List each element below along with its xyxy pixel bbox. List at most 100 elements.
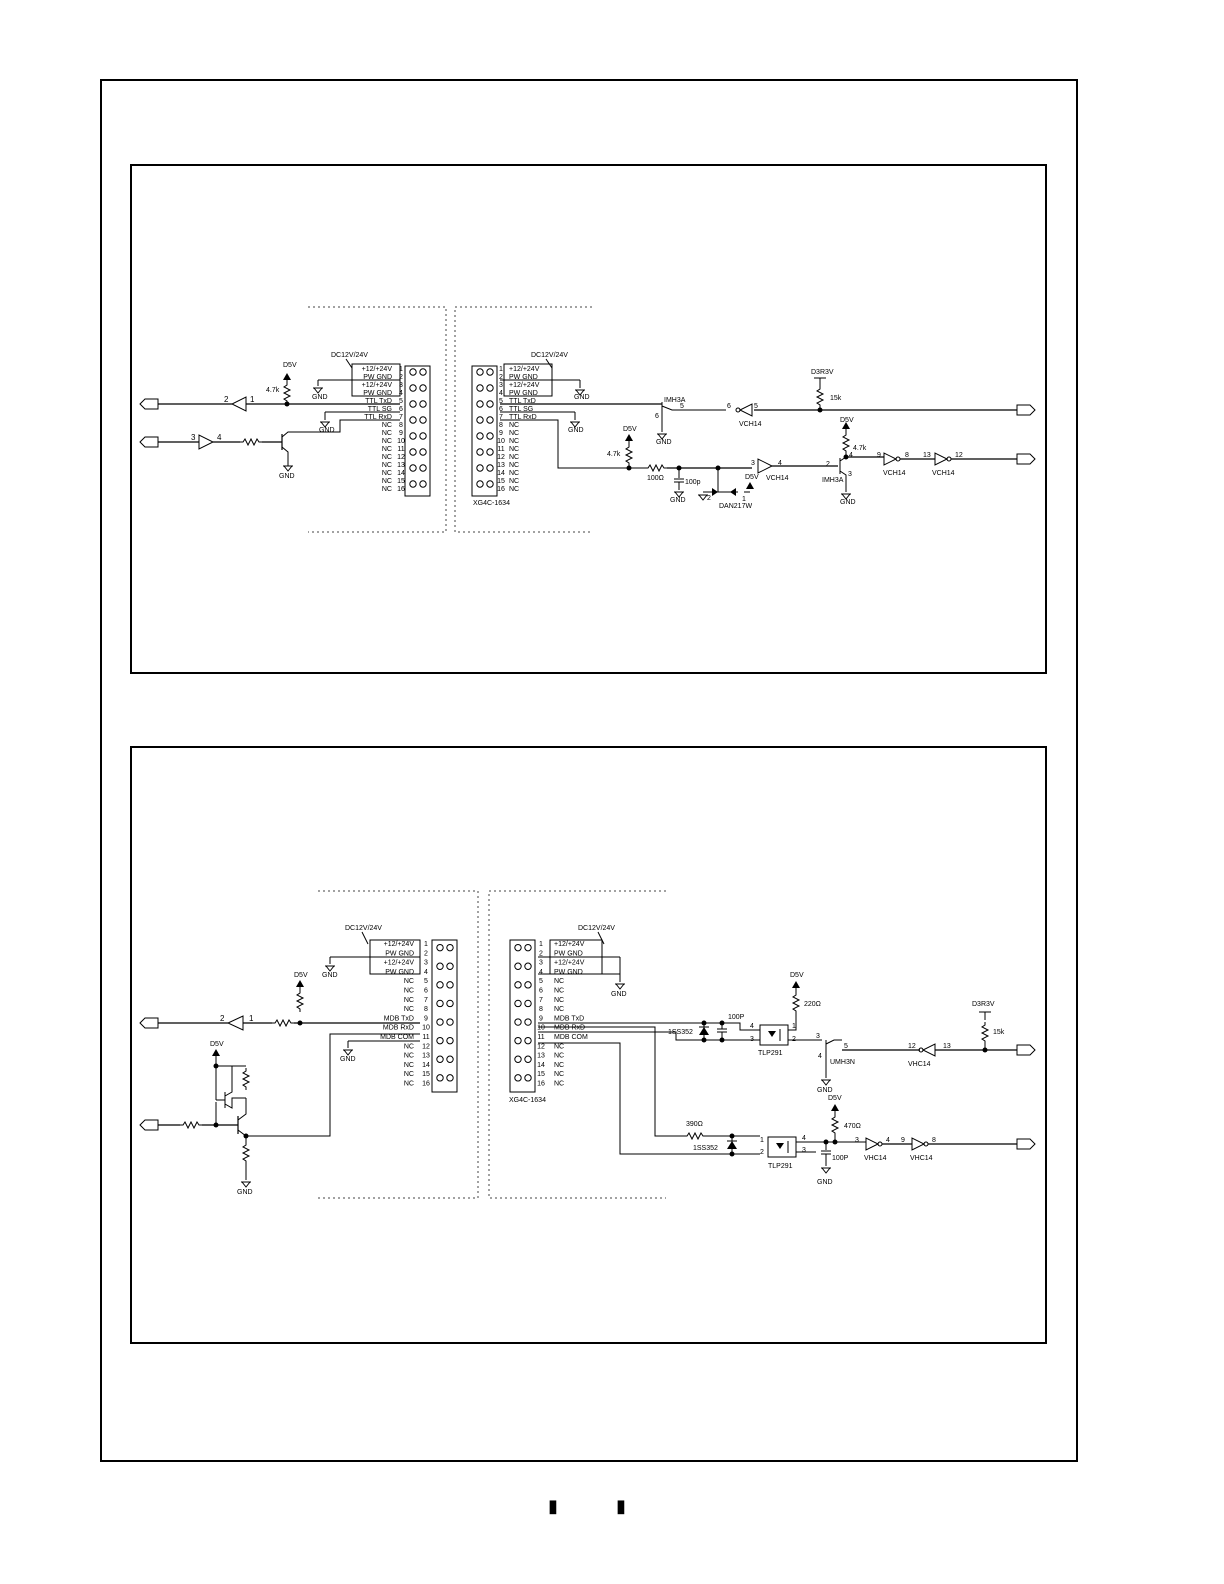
conn-a-host-pin-number: 12 (397, 454, 405, 461)
conn-b-host-pin-label: NC (404, 1081, 414, 1088)
gnd-label-a3: GND (319, 427, 335, 434)
conn-b-host-pin-label: NC (404, 1062, 414, 1069)
pin-1-label-b1: 1 (249, 1014, 254, 1023)
conn-a-dev-pin-number: 6 (499, 406, 503, 413)
pin-2-label-d: 2 (707, 495, 711, 502)
conn-b-dev-pin-hole (524, 981, 532, 989)
pin-4-label-q: 4 (849, 452, 853, 459)
pin-12-label-a: 12 (955, 452, 963, 459)
conn-a-host-pin-hole (419, 480, 427, 488)
conn-b-dev-pin-hole (514, 1036, 522, 1045)
conn-b-host-pin-label: PW GND (385, 950, 414, 957)
pin-8-label-b: 8 (932, 1137, 936, 1144)
conn-a-dev-pin-number: 12 (497, 454, 505, 461)
conn-b-dev-pin-hole (524, 1074, 532, 1082)
conn-b-dev-pin-hole (524, 943, 532, 952)
conn-a-dev-pin-number: 15 (497, 478, 505, 485)
pin-9-label-a: 9 (877, 452, 881, 459)
conn-a-host-pin-hole (409, 384, 417, 392)
conn-b-host-pin-hole (436, 1018, 444, 1026)
d3r3v-label-b: D3R3V (972, 1001, 995, 1008)
conn-b-dev-pin-hole (514, 999, 522, 1008)
conn-a-dev-pin-hole (486, 400, 494, 408)
conn-b-dev-pin-number: 11 (537, 1034, 544, 1041)
r47k-label-a3: 4.7k (853, 445, 867, 452)
conn-label-b: XG4C-1634 (509, 1097, 546, 1104)
r15k-label-b: 15k (993, 1029, 1005, 1036)
conn-a-host-pin-label: NC (382, 454, 392, 461)
conn-a-host-pin-number: 8 (399, 422, 403, 429)
page-marker-right: ▮ (616, 1496, 626, 1516)
conn-b-host-pin-number: 15 (422, 1071, 430, 1078)
conn-a-dev-pin-number: 11 (497, 446, 504, 453)
conn-a-host-pin-hole (409, 368, 417, 376)
pin-3-label-g: 3 (751, 460, 755, 467)
conn-b-host-pin-label: MDB RxD (383, 1025, 414, 1032)
conn-b-host-pin-label: MDB COM (380, 1034, 414, 1041)
conn-b-dev-pin-label: PW GND (554, 950, 583, 957)
d5v-label-a2: D5V (623, 426, 637, 433)
pin-2-label-o2: 2 (760, 1149, 764, 1156)
conn-b-dev-pin-number: 4 (539, 969, 543, 976)
conn-b-dev-pin-label: NC (554, 988, 564, 995)
conn-b-host-pin-label: MDB TxD (384, 1015, 414, 1022)
conn-a-dev-pin-number: 7 (499, 414, 503, 421)
conn-b-dev-pin-label: NC (554, 1006, 564, 1013)
conn-b-host-pin-number: 7 (424, 997, 428, 1004)
conn-b-host-pin-label: NC (404, 1053, 414, 1060)
conn-a-dev-pin-hole (486, 464, 494, 472)
conn-a-dev-pin-number: 4 (499, 390, 503, 397)
gnd-label-a8: GND (840, 499, 856, 506)
conn-b-dev-pin-hole (524, 1036, 532, 1045)
conn-b-host-pin-label: NC (404, 1043, 414, 1050)
conn-b-dev-pin-label: NC (554, 997, 564, 1004)
conn-b-host-pin-hole (446, 981, 454, 989)
conn-b-dev-pin-hole (524, 1018, 532, 1026)
conn-b-host-pin-number: 8 (424, 1006, 428, 1013)
conn-a-host-pin-hole (419, 368, 427, 376)
conn-b-host-pin-hole (446, 943, 454, 952)
pin-4-label-o1: 4 (750, 1023, 754, 1030)
conn-a-dev-pin-number: 14 (497, 470, 505, 477)
conn-a-host-pin-label: +12/+24V (362, 366, 393, 373)
conn-a-host-pin-label: NC (382, 446, 392, 453)
conn-a-host-pin-number: 10 (397, 438, 405, 445)
pin-6-label-b: 6 (727, 403, 731, 410)
conn-a-host-pin-number: 13 (397, 462, 405, 469)
conn-b-host-pin-hole (436, 999, 444, 1008)
gnd-label-b5: GND (817, 1087, 833, 1094)
conn-b-dev-pin-hole (514, 943, 522, 952)
conn-a-dev-pin-number: 10 (497, 438, 505, 445)
conn-a-dev-pin-hole (476, 416, 484, 424)
conn-a-host-pin-number: 3 (399, 382, 403, 389)
conn-a-host-pin-label: PW GND (363, 374, 392, 381)
umh3n-label: UMH3N (830, 1059, 855, 1066)
vhc14-label-3: VHC14 (910, 1155, 933, 1162)
mdb-interface-schematic: 2 1 D5V D5V GND DC12V/2 (139, 890, 1036, 1199)
conn-b-dev-pin-number: 9 (539, 1015, 543, 1022)
conn-b-dev-pin-number: 13 (537, 1053, 545, 1060)
conn-b-dev-pin-label: NC (554, 1062, 564, 1069)
gnd-label-b6: GND (817, 1179, 833, 1186)
r470-label: 470Ω (844, 1123, 861, 1130)
conn-b-host-pin-hole (436, 981, 444, 989)
conn-a-host-pin-label: NC (382, 462, 392, 469)
conn-b-dev-pin-hole (524, 962, 532, 970)
pin-4-label-u: 4 (818, 1053, 822, 1060)
conn-b-host-pin-number: 3 (424, 960, 428, 967)
conn-a-dev-pin-label: PW GND (509, 390, 538, 397)
conn-b-host-pin-label: NC (404, 988, 414, 995)
conn-a-host-pin-number: 4 (399, 390, 403, 397)
conn-b-dev-pin-hole (524, 999, 532, 1008)
conn-a-dev-pin-label: NC (509, 422, 519, 429)
vch14-label-4: VCH14 (932, 470, 955, 477)
gnd-label-a5: GND (568, 427, 584, 434)
conn-a-dev-pin-number: 5 (499, 398, 503, 405)
conn-b-host-pin-label: NC (404, 978, 414, 985)
conn-label-a: XG4C-1634 (473, 500, 510, 507)
conn-a-host-pin-hole (409, 480, 417, 488)
